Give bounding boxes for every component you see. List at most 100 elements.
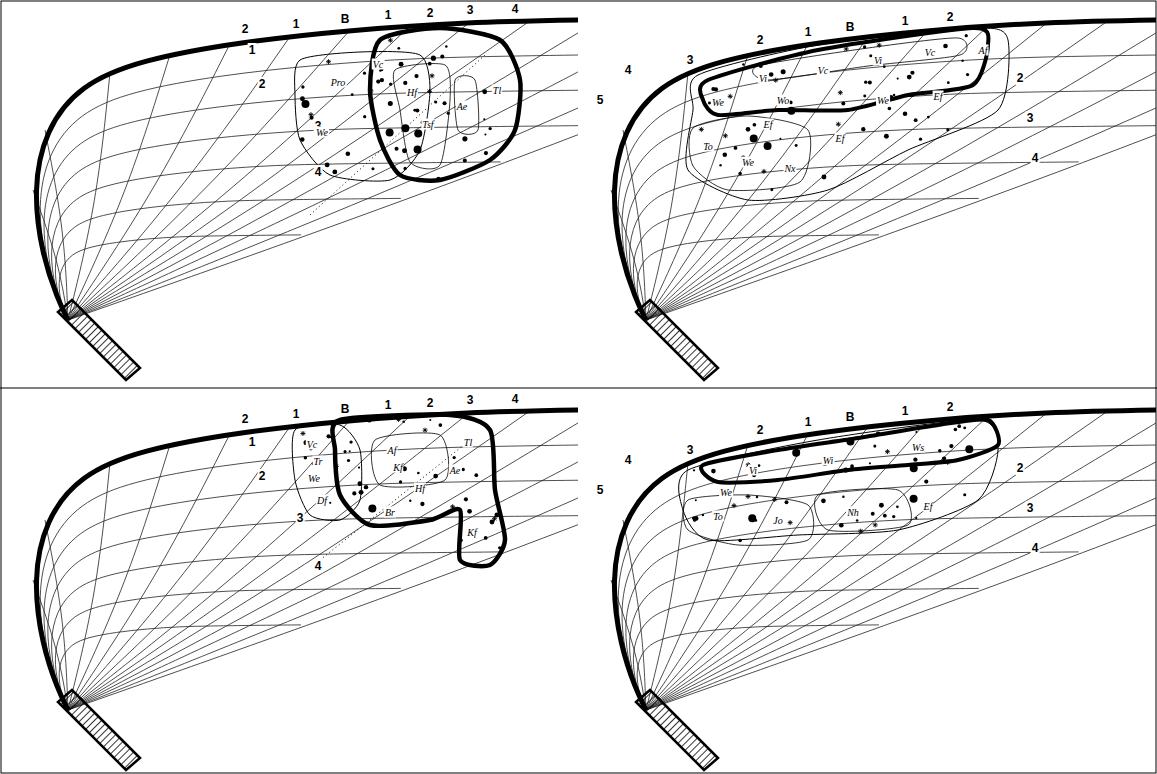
grid-number: B bbox=[845, 410, 856, 424]
lesion-dot bbox=[910, 71, 914, 75]
grid-line bbox=[622, 89, 1156, 305]
lesion-dot bbox=[873, 445, 876, 448]
region-outline bbox=[393, 64, 450, 169]
lesion-dot bbox=[954, 428, 958, 432]
lesion-dot bbox=[888, 107, 892, 111]
lesion-dot bbox=[961, 60, 963, 62]
lesion-dot bbox=[779, 138, 781, 140]
lesion-dot bbox=[913, 457, 917, 461]
lesion-dot bbox=[467, 509, 472, 514]
grid-number: 1 bbox=[248, 435, 257, 449]
lesion-outline bbox=[700, 28, 989, 115]
lesion-dot bbox=[462, 468, 465, 471]
grid-number: 3 bbox=[1026, 501, 1035, 515]
lesion-dot bbox=[695, 499, 697, 501]
grid-number: B bbox=[340, 12, 351, 26]
lesion-dot bbox=[938, 449, 941, 452]
lesion-dot bbox=[332, 170, 337, 175]
asterisk-mark bbox=[873, 522, 878, 527]
lesion-dot bbox=[893, 94, 895, 96]
grid-number: 5 bbox=[596, 93, 605, 107]
lesion-dot bbox=[462, 136, 467, 141]
lesion-dot bbox=[841, 101, 845, 105]
lesion-dot bbox=[702, 514, 704, 516]
lesion-dot bbox=[395, 147, 399, 151]
lesion-dot bbox=[879, 503, 884, 508]
lesion-dot bbox=[399, 62, 404, 67]
grid-line bbox=[68, 410, 578, 710]
grid-line bbox=[44, 89, 578, 305]
grid-number: 2 bbox=[1016, 71, 1025, 85]
region-label: Tsf bbox=[421, 119, 434, 130]
region-label: Vi bbox=[758, 73, 768, 84]
lesion-dot bbox=[914, 118, 918, 122]
lesion-dot bbox=[753, 123, 757, 127]
asterisk-mark bbox=[731, 503, 736, 508]
grid-number: 1 bbox=[248, 43, 257, 57]
grid-number: 1 bbox=[384, 398, 393, 412]
lesion-dot bbox=[351, 93, 354, 96]
grid-line bbox=[68, 73, 110, 321]
region-outline bbox=[454, 76, 478, 135]
grid-line bbox=[59, 625, 301, 705]
grid-number: B bbox=[845, 20, 856, 34]
lesion-dot bbox=[896, 505, 899, 508]
region-label: Tr bbox=[313, 456, 324, 467]
region-label: Ef bbox=[923, 501, 934, 512]
lesion-dot bbox=[364, 485, 368, 489]
region-outline bbox=[686, 28, 1009, 201]
lesion-dot bbox=[431, 56, 436, 61]
asterisk-mark bbox=[761, 169, 766, 174]
lesion-dot bbox=[325, 162, 330, 167]
lesion-dot bbox=[949, 444, 953, 448]
lesion-outline bbox=[701, 419, 999, 482]
grid-number: 2 bbox=[241, 412, 250, 426]
lesion-dot bbox=[738, 539, 742, 543]
lesion-dot bbox=[349, 440, 352, 443]
grid-line bbox=[618, 442, 1156, 692]
grid-number: 3 bbox=[1026, 111, 1035, 125]
asterisk-mark bbox=[396, 417, 401, 422]
asterisk-mark bbox=[423, 428, 428, 433]
grid-line bbox=[630, 552, 1079, 700]
asterisk-mark bbox=[427, 89, 432, 94]
lesion-dot bbox=[719, 164, 721, 166]
lesion-dot bbox=[821, 498, 826, 503]
grid-number: 1 bbox=[901, 14, 910, 28]
lesion-dot bbox=[301, 85, 304, 88]
grid-number: 1 bbox=[292, 407, 301, 421]
grid-line bbox=[626, 125, 1156, 307]
lesion-dot bbox=[359, 490, 364, 495]
fundus-map bbox=[33, 16, 578, 380]
lesion-dot bbox=[436, 177, 440, 181]
lesion-dot bbox=[494, 513, 499, 518]
lesion-dot bbox=[966, 73, 969, 76]
asterisk-mark bbox=[492, 516, 497, 521]
grid-number: 4 bbox=[624, 453, 633, 467]
grid-line bbox=[48, 515, 578, 697]
lesion-dot bbox=[409, 500, 411, 502]
grid-line bbox=[68, 463, 110, 711]
lesion-dot bbox=[474, 473, 478, 477]
asterisk-mark bbox=[836, 122, 841, 127]
grid-number: 2 bbox=[1016, 461, 1025, 475]
lesion-dot bbox=[434, 100, 437, 103]
region-label: Af bbox=[978, 45, 989, 56]
optic-disc-bar bbox=[58, 690, 140, 770]
lesion-dot bbox=[924, 479, 928, 483]
region-outline bbox=[371, 433, 448, 487]
lesion-dot bbox=[414, 130, 422, 138]
lesion-dot bbox=[864, 80, 867, 83]
lesion-dot bbox=[965, 34, 968, 37]
region-label: To bbox=[702, 141, 714, 152]
region-label: Af bbox=[387, 445, 398, 456]
lesion-dot bbox=[871, 512, 875, 516]
lesion-dot bbox=[358, 466, 360, 468]
region-label: We bbox=[719, 487, 733, 498]
lesion-dot bbox=[386, 129, 394, 137]
lesion-dot bbox=[748, 514, 756, 522]
lesion-dot bbox=[329, 502, 331, 504]
lesion-dot bbox=[498, 546, 501, 549]
